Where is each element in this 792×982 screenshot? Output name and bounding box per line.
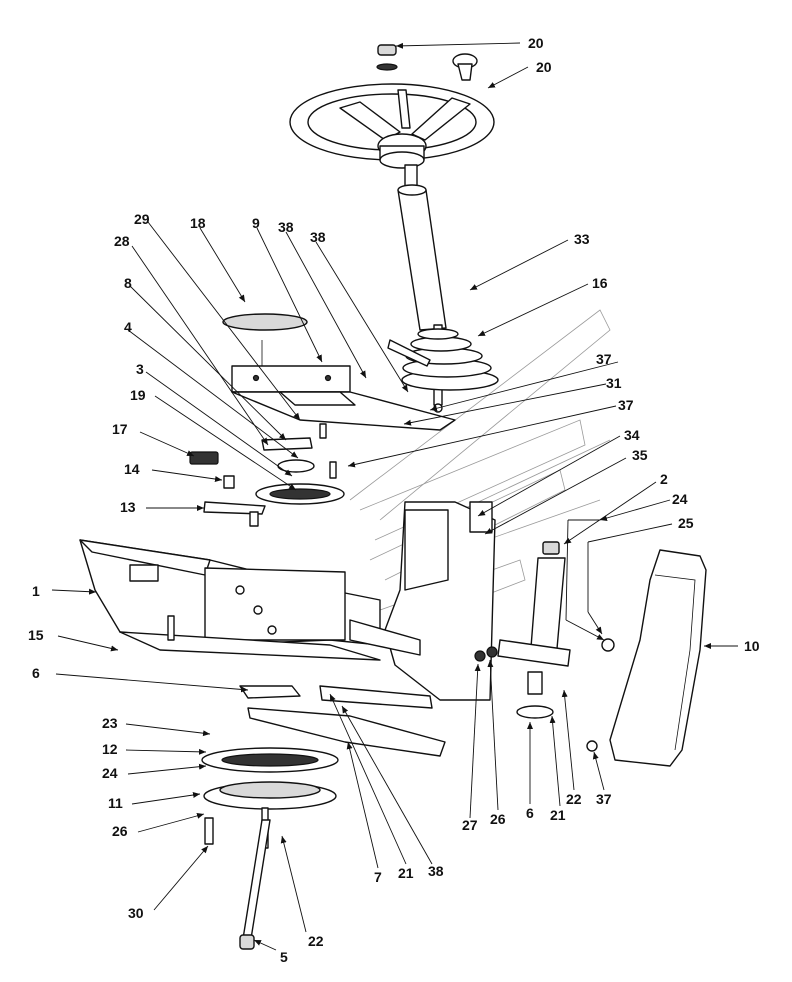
callout-label: 15 [28,627,44,643]
side-cover [586,549,707,767]
callout-label: 38 [310,229,326,245]
callout-label: 37 [596,791,612,807]
callout-label: 37 [618,397,634,413]
steering-wheel [289,44,495,169]
callout-label: 7 [374,869,382,885]
callout-label: 33 [574,231,590,247]
callout-label: 8 [124,275,132,291]
callout-label: 29 [134,211,150,227]
callout-label: 6 [32,665,40,681]
callout-label: 21 [398,865,414,881]
callout-label: 35 [632,447,648,463]
callout-label: 28 [114,233,130,249]
callout-label: 22 [308,933,324,949]
callout-label: 13 [120,499,136,515]
callout-label: 34 [624,427,640,443]
callout-labels: 20 20 33 16 29 18 9 38 38 28 8 4 3 19 37… [28,35,760,965]
callout-label: 14 [124,461,140,477]
callout-label: 17 [112,421,128,437]
callout-label: 37 [596,351,612,367]
callout-label: 38 [278,219,294,235]
callout-label: 31 [606,375,622,391]
callout-label: 2 [660,471,668,487]
callout-label: 1 [32,583,40,599]
callout-label: 24 [672,491,688,507]
upper-console [222,313,456,431]
shift-mechanism [189,423,345,527]
callout-label: 3 [136,361,144,377]
callout-label: 6 [526,805,534,821]
callout-label: 5 [280,949,288,965]
leader-lines [51,42,738,951]
callout-label: 12 [102,741,118,757]
callout-label: 23 [102,715,118,731]
callout-label: 21 [550,807,566,823]
callout-label: 26 [112,823,128,839]
callout-label: 18 [190,215,206,231]
callout-label: 9 [252,215,260,231]
callout-label: 10 [744,638,760,654]
callout-label: 4 [124,319,132,335]
drive-shaft [239,819,271,950]
callout-label: 38 [428,863,444,879]
callout-label: 27 [462,817,478,833]
callout-label: 24 [102,765,118,781]
front-fascia [349,501,496,701]
column-boot [387,328,499,413]
chassis-tray [79,539,381,661]
callout-label: 30 [128,905,144,921]
right-strut [474,541,571,719]
callout-label: 11 [108,795,123,811]
callout-label: 26 [490,811,506,827]
callout-label: 16 [592,275,608,291]
callout-label: 22 [566,791,582,807]
base-plates [201,685,446,849]
callout-label: 20 [536,59,552,75]
callout-label: 20 [528,35,544,51]
callout-label: 19 [130,387,146,403]
callout-label: 25 [678,515,694,531]
